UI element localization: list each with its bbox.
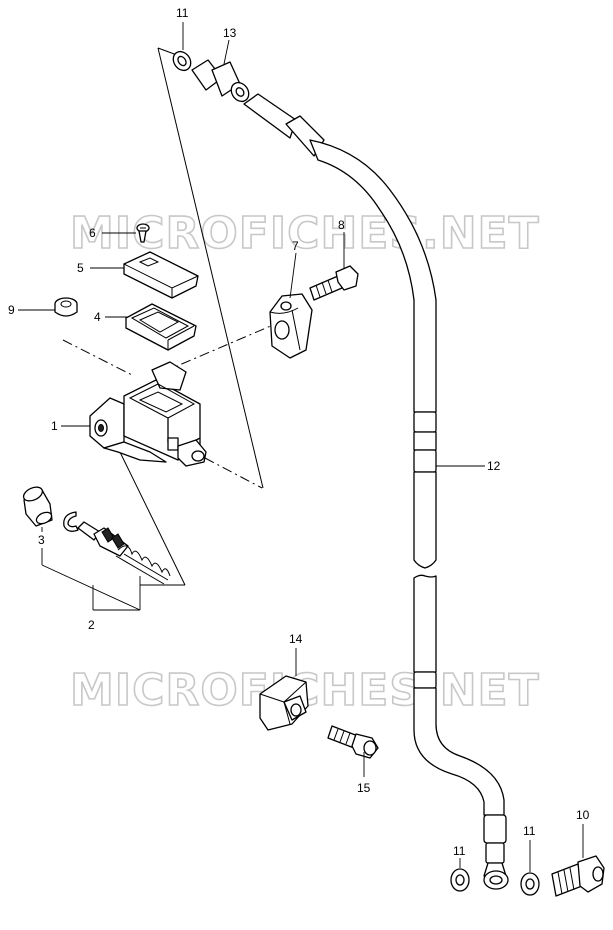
diaphragm-plate [125, 303, 197, 351]
callout-3: 3 [38, 533, 45, 547]
callout-8: 8 [338, 218, 345, 232]
reservoir-cap [123, 251, 199, 299]
callout-11-top: 11 [176, 6, 189, 20]
callout-9: 9 [8, 303, 15, 317]
brake-hose [243, 93, 509, 890]
washer-bottom-left [450, 868, 470, 892]
center-lines [62, 321, 281, 489]
hose-clamp-bolt [327, 725, 379, 759]
clamp-bracket [269, 293, 313, 359]
master-cylinder [89, 361, 207, 467]
callout-2: 2 [88, 618, 95, 632]
callouts: 11 13 6 8 7 5 9 4 1 12 3 2 14 15 10 11 1… [8, 6, 590, 858]
piston-boot [22, 486, 53, 527]
hose-clamp [259, 675, 309, 731]
callout-4: 4 [94, 310, 101, 324]
callout-7: 7 [292, 239, 299, 253]
callout-11-left: 11 [453, 844, 466, 858]
screw [136, 223, 150, 243]
union-bolt [551, 855, 605, 897]
callout-15: 15 [357, 781, 371, 795]
callout-11-right: 11 [523, 824, 536, 838]
circlip [63, 511, 79, 532]
callout-10: 10 [576, 808, 590, 822]
callout-1: 1 [51, 419, 58, 433]
boot [54, 297, 78, 317]
watermark-top: MICROFICHES.NET [70, 208, 540, 259]
washer-top [172, 50, 192, 72]
callout-12: 12 [487, 459, 501, 473]
callout-6: 6 [89, 226, 96, 240]
leader-lines [18, 22, 584, 872]
clamp-bolt [309, 265, 359, 301]
piston-set [77, 521, 171, 585]
washer-bottom-right [520, 872, 540, 896]
callout-14: 14 [289, 632, 303, 646]
callout-5: 5 [77, 261, 84, 275]
callout-13: 13 [223, 26, 237, 40]
watermark-bottom: MICROFICHES.NET [70, 665, 540, 716]
union-fitting [191, 59, 250, 103]
